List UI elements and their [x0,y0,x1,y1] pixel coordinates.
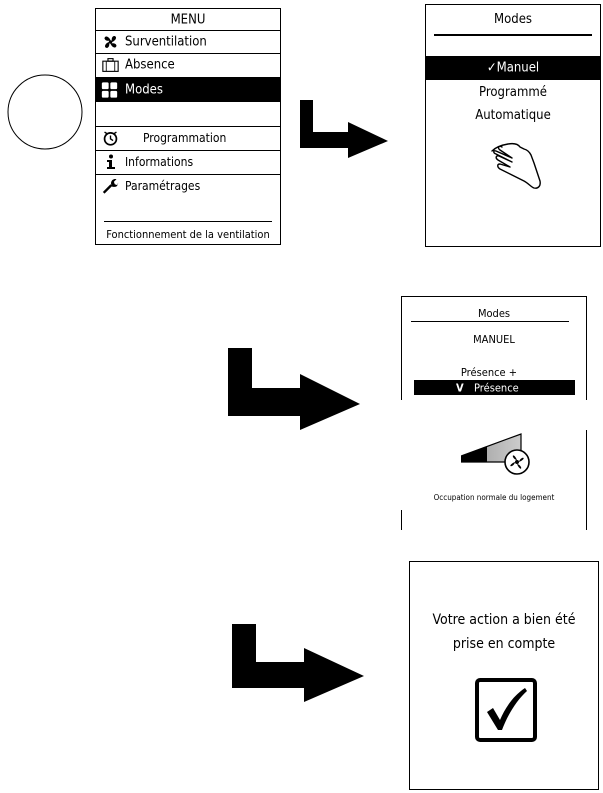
manual-option-presence[interactable]: V Présence [414,380,575,395]
menu-title-text: MENU [170,12,206,27]
menu-title: MENU [96,9,280,30]
manual-option-label: Présence [474,381,519,394]
menu-item-label: Informations [125,155,194,169]
confirm-message-line1: Votre action a bien été [432,612,576,628]
check-mark-icon: ✓ [486,60,497,76]
menu-item-parametrages[interactable]: Paramétrages [96,175,280,197]
mode-option-manuel[interactable]: ✓Manuel [426,56,600,80]
divider [96,53,280,54]
divider [104,221,272,222]
checkbox-check-icon [475,678,537,742]
manual-caption: Occupation normale du logement [433,493,555,502]
screen-border [586,296,587,400]
menu-screen: MENU Surventilation Absence [95,8,281,245]
screen-border [586,430,587,530]
hand-press-icon [488,141,544,191]
menu-item-absence[interactable]: Absence [96,54,280,76]
confirm-message-line2: prise en compte [452,636,556,652]
wrench-icon [102,178,119,195]
menu-item-label: Paramétrages [125,179,201,193]
mode-option-content: ✓Manuel [426,61,600,76]
modes-grid-icon [101,81,118,98]
clock-icon [102,130,119,147]
suitcase-icon [102,58,119,73]
mode-option-label: Manuel [496,60,540,76]
divider [96,126,280,127]
manual-subtitle: MANUEL [473,333,515,346]
menu-footer: Fonctionnement de la ventilation [106,228,270,241]
menu-item-label: Modes [125,82,163,97]
confirm-screen: Votre action a bien été prise en compte [409,561,599,790]
menu-item-label: Absence [125,57,175,73]
step-arrow-icon [300,100,392,158]
menu-item-label: Surventilation [125,34,207,50]
menu-item-modes[interactable]: Modes [95,77,281,102]
mode-option-programme[interactable]: Programmé [479,85,547,100]
modes-title: Modes [494,12,532,27]
screen-border [401,296,587,297]
divider [411,321,569,322]
manual-title: Modes [477,307,511,320]
manual-screen: Modes MANUEL Présence + V Présence Occup… [401,296,587,530]
divider [96,174,280,175]
manual-option-presence-plus[interactable]: Présence + [460,366,518,379]
menu-item-programmation[interactable]: Programmation [96,127,280,149]
menu-item-informations[interactable]: Informations [96,151,280,173]
step-arrow-icon [232,624,366,702]
knob-circle-icon[interactable] [6,73,84,151]
divider [96,150,280,151]
step-arrow-icon [228,348,362,430]
fan-icon [102,34,119,51]
menu-item-label: Programmation [143,131,227,145]
divider [434,34,592,36]
fan-level-icon [461,432,533,476]
divider [96,30,280,31]
info-icon [105,154,117,170]
modes-screen: Modes ✓Manuel Programmé Automatique [425,4,601,247]
mode-option-automatique[interactable]: Automatique [475,108,551,123]
check-mark-icon: V [456,381,464,394]
screen-border [401,296,402,400]
knob[interactable] [6,73,84,151]
screen-border [401,510,402,530]
menu-item-surventilation[interactable]: Surventilation [96,31,280,53]
